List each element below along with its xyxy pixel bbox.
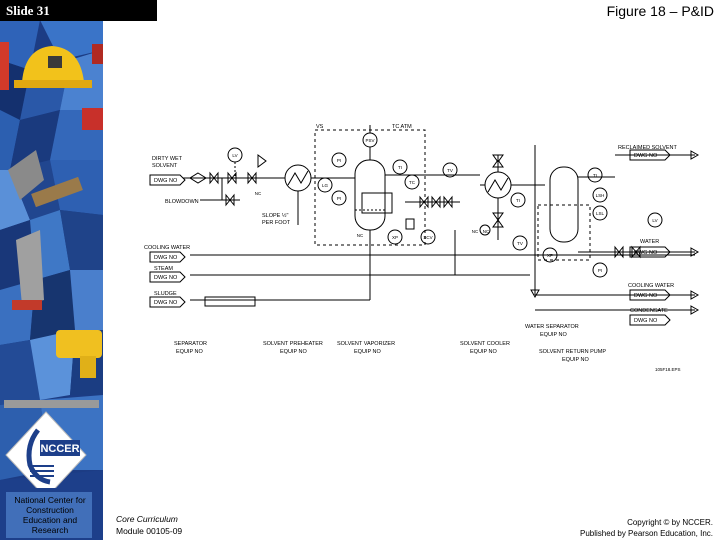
label-dwg-3: DWG NO (154, 275, 178, 281)
instrument-tag: TI (398, 165, 402, 170)
instrument-tags: LV PSV PI TI TC TV LG PI NC NC XP SCV NC… (232, 138, 657, 273)
label-steam: STEAM (154, 266, 173, 272)
logo-text: NCCER (40, 443, 79, 455)
label-dirty-wet: DIRTY WET (152, 156, 183, 162)
instrument-tag: TV (447, 168, 453, 173)
footer-course-info: Core Curriculum Module 00105-09 (116, 513, 182, 537)
label-figure-code: 105F18.EPS (655, 367, 681, 372)
sidebar-mosaic: NCCER (0, 0, 103, 540)
instrument-tag: TC (409, 180, 416, 185)
instrument-tag: LSH (596, 193, 605, 198)
copyright-line-2: Published by Pearson Education, Inc. (580, 529, 713, 538)
label-equip-no-1: EQUIP NO (176, 349, 204, 355)
instrument-tag: TV (517, 241, 523, 246)
instrument-tag: LSL (596, 211, 605, 216)
instrument-tag: PI (598, 268, 602, 273)
instrument-tag: PI (337, 196, 341, 201)
label-equip-no-2: EQUIP NO (280, 349, 308, 355)
label-equip-no-6: EQUIP NO (562, 357, 590, 363)
label-cooling-water-out: COOLING WATER (628, 283, 674, 289)
label-preheater: SOLVENT PREHEATER (263, 341, 323, 347)
instrument-tag: TI (593, 173, 597, 178)
label-equip-no-4: EQUIP NO (470, 349, 498, 355)
label-solvent: SOLVENT (152, 163, 178, 169)
label-cooling-water-in: COOLING WATER (144, 245, 190, 251)
instrument-tag: NC (472, 229, 479, 234)
instrument-tag: SCV (423, 235, 432, 240)
label-condensate: CONDENSATE (630, 308, 668, 314)
instrument-tag: XP (547, 253, 553, 258)
instrument-tag: PI (337, 158, 341, 163)
label-dwg-2: DWG NO (154, 255, 178, 261)
diagram-labels: DIRTY WET SOLVENT DWG NO BLOWDOWN COOLIN… (144, 124, 681, 372)
instrument-tag: NC (255, 191, 262, 196)
label-water-separator: WATER SEPARATOR (525, 324, 579, 330)
slide-number: Slide 31 (0, 0, 157, 21)
label-water: WATER (640, 239, 659, 245)
instrument-tag: LV (232, 153, 237, 158)
label-return-pump: SOLVENT RETURN PUMP (539, 349, 606, 355)
figure-title: Figure 18 – P&ID (606, 3, 714, 19)
label-dwg-4: DWG NO (154, 300, 178, 306)
label-equip-no-3: EQUIP NO (354, 349, 382, 355)
label-separator: SEPARATOR (174, 341, 207, 347)
label-dwg-6: DWG NO (634, 250, 658, 256)
instrument-tag: PSV (365, 138, 374, 143)
label-dwg-8: DWG NO (634, 318, 658, 324)
instrument-tag: NC (483, 229, 490, 234)
pid-diagram: DIRTY WET SOLVENT DWG NO BLOWDOWN COOLIN… (144, 124, 700, 372)
label-cooler: SOLVENT COOLER (460, 341, 510, 347)
curriculum-title: Core Curriculum (116, 514, 178, 524)
org-name: National Center for Construction Educati… (14, 495, 86, 535)
label-reclaimed: RECLAIMED SOLVENT (618, 145, 678, 151)
mosaic-art: NCCER (0, 0, 103, 540)
instrument-tag: LG (322, 183, 329, 188)
module-number: Module 00105-09 (116, 526, 183, 536)
valve-symbol (189, 172, 207, 184)
label-slope-1: SLOPE ½" (262, 212, 288, 219)
label-dwg-7: DWG NO (634, 293, 658, 299)
label-sludge: SLUDGE (154, 291, 177, 297)
label-dwg-1: DWG NO (154, 178, 178, 184)
label-equip-no-5: EQUIP NO (540, 332, 568, 338)
copyright-line-1: Copyright © by NCCER. (627, 518, 713, 527)
instrument-tag: NC (357, 233, 364, 238)
instrument-tag: TI (516, 198, 520, 203)
footer-copyright: Copyright © by NCCER. Published by Pears… (580, 517, 713, 539)
label-vs: VS (316, 124, 324, 130)
label-vaporizer: SOLVENT VAPORIZER (337, 341, 395, 347)
label-blowdown: BLOWDOWN (165, 199, 199, 205)
instrument-tag: LV (652, 218, 657, 223)
instrument-tag: XP (392, 235, 398, 240)
label-tc-atm: TC ATM (392, 124, 412, 130)
label-dwg-5: DWG NO (634, 153, 658, 159)
label-slope-2: PER FOOT (262, 220, 291, 226)
